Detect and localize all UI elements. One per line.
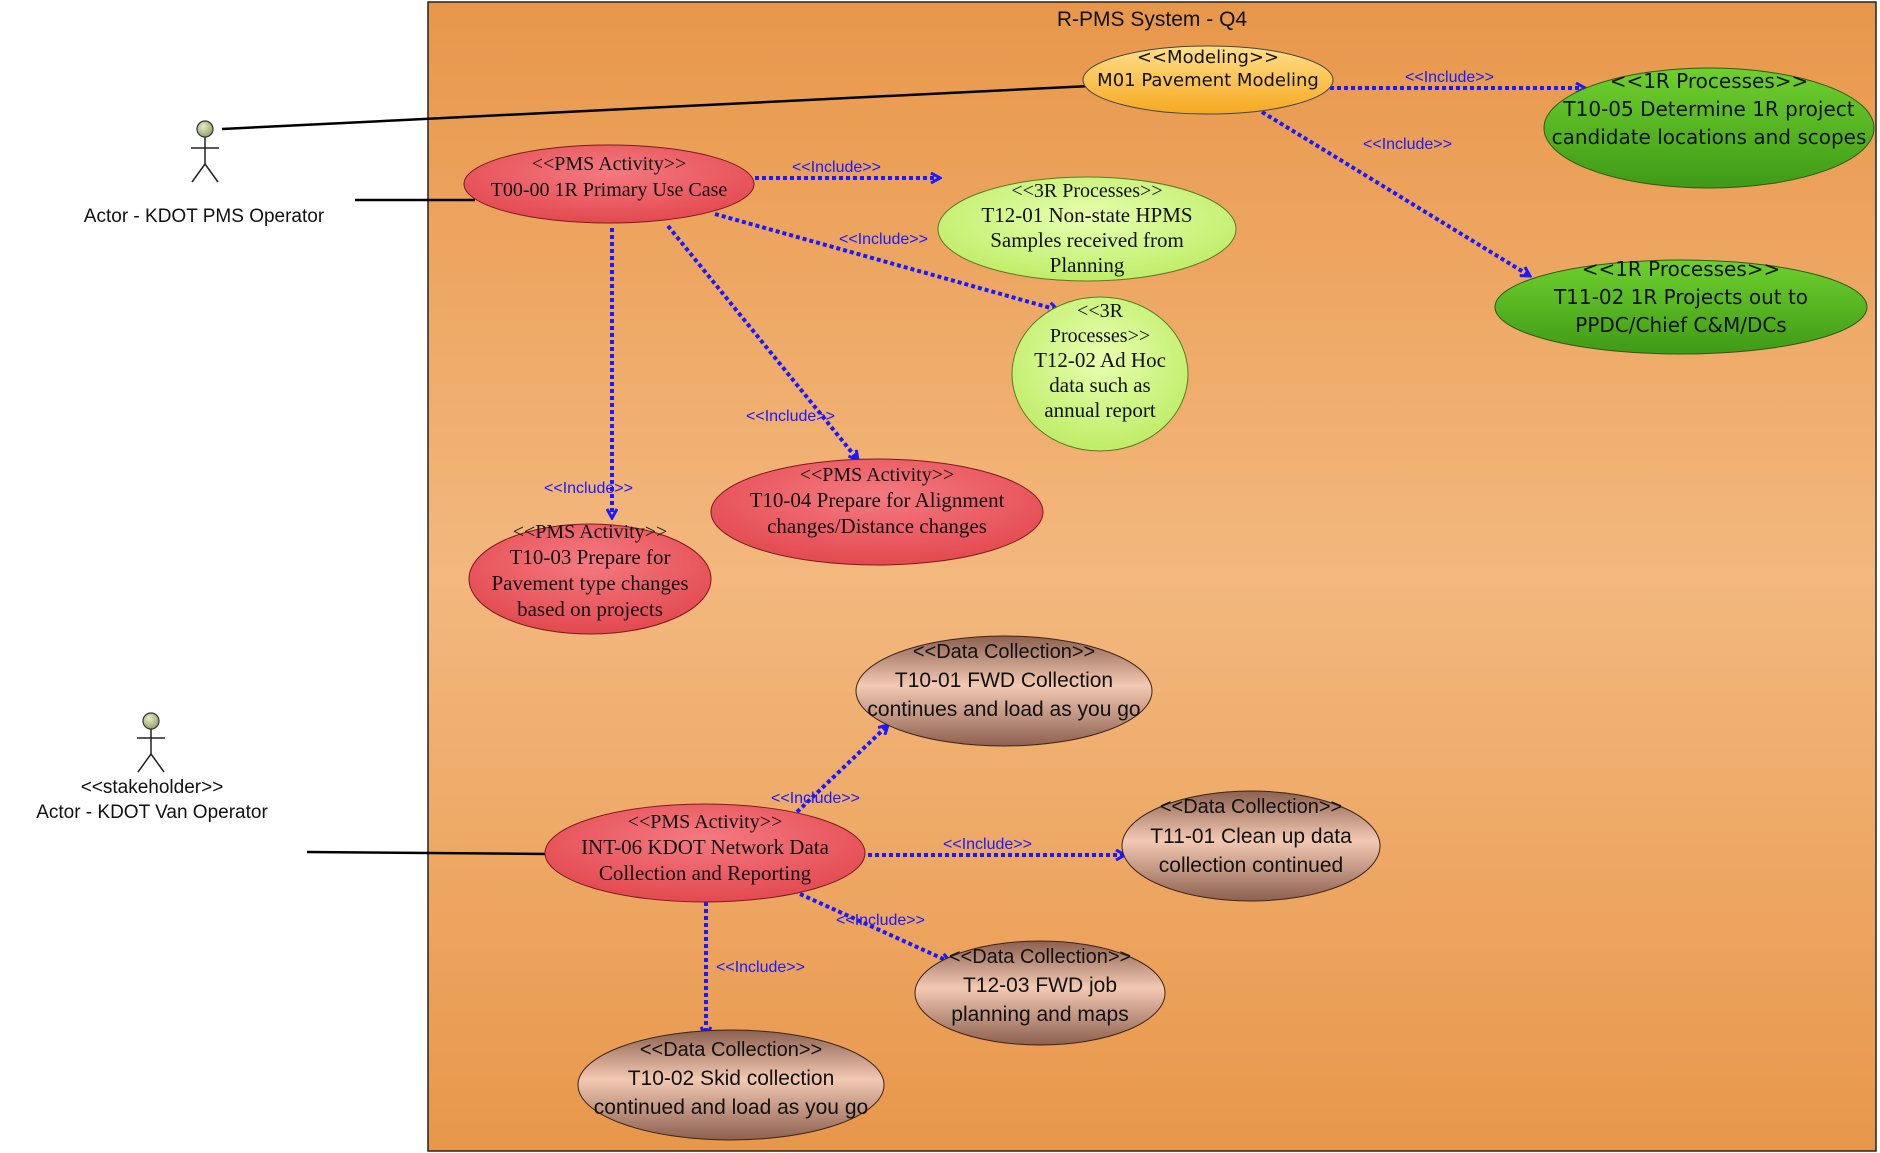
- use-case-name-line: T10-02 Skid collection: [628, 1067, 835, 1090]
- use-case-stereotype: <<PMS Activity>>: [800, 464, 955, 486]
- use-case-stereotype: <<Data Collection>>: [913, 641, 1095, 663]
- include-arrow-m01-t11-02: [1260, 110, 1530, 278]
- use-case-int-06[interactable]: <<PMS Activity>> INT-06 KDOT Network Dat…: [544, 803, 866, 903]
- use-case-name: M01 Pavement Modeling: [1097, 70, 1319, 91]
- use-case-name-line: changes/Distance changes: [767, 514, 987, 538]
- system-title: R-PMS System - Q4: [1057, 8, 1248, 31]
- use-case-name-line: planning and maps: [951, 1003, 1128, 1026]
- use-case-ellipse: [1011, 296, 1189, 452]
- actor-head-icon: [142, 712, 160, 730]
- use-case-ellipse: [468, 523, 712, 635]
- include-label: <<Include>>: [716, 959, 805, 976]
- use-case-ellipse: [577, 1029, 885, 1141]
- use-case-name-line: Pavement type changes: [491, 571, 688, 595]
- include-label: <<Include>>: [1405, 69, 1494, 86]
- use-case-stereotype: <<3R Processes>>: [1011, 180, 1162, 202]
- include-arrows: [612, 88, 1585, 1036]
- use-case-name-line: collection continued: [1159, 854, 1343, 877]
- include-arrow-t00-t10-04: [666, 224, 858, 460]
- use-case-t11-02[interactable]: <<1R Processes>> T11-02 1R Projects out …: [1494, 257, 1868, 355]
- use-case-stereotype: <<Data Collection>>: [1160, 796, 1342, 818]
- use-case-name-line: Planning: [1050, 253, 1125, 277]
- use-case-stereotype: <<Data Collection>>: [949, 946, 1131, 968]
- use-case-name-line: T12-01 Non-state HPMS: [981, 203, 1192, 227]
- use-case-name-line: annual report: [1044, 398, 1156, 422]
- use-case-name-line: data such as: [1049, 373, 1150, 397]
- use-case-name-line: continued and load as you go: [594, 1096, 868, 1119]
- use-case-name-line: INT-06 KDOT Network Data: [581, 835, 830, 859]
- use-case-t10-02[interactable]: <<Data Collection>> T10-02 Skid collecti…: [577, 1029, 885, 1141]
- use-case-t12-02[interactable]: <<3R Processes>> T12-02 Ad Hoc data such…: [1011, 296, 1189, 452]
- use-case-name-line: T10-01 FWD Collection: [895, 669, 1113, 692]
- use-case-stereotype: <<PMS Activity>>: [513, 521, 668, 543]
- actor-label: Actor - KDOT Van Operator: [36, 802, 268, 823]
- use-case-t10-05[interactable]: <<1R Processes>> T10-05 Determine 1R pro…: [1543, 67, 1875, 189]
- include-label: <<Include>>: [792, 159, 881, 176]
- use-case-t12-01[interactable]: <<3R Processes>> T12-01 Non-state HPMS S…: [937, 176, 1237, 282]
- include-label: <<Include>>: [839, 231, 928, 248]
- use-case-t10-04[interactable]: <<PMS Activity>> T10-04 Prepare for Alig…: [710, 458, 1044, 566]
- use-case-name-line: Collection and Reporting: [599, 861, 812, 885]
- use-case-ellipse: [1543, 67, 1875, 189]
- include-label: <<Include>>: [544, 480, 633, 497]
- use-case-t10-01[interactable]: <<Data Collection>> T10-01 FWD Collectio…: [855, 635, 1153, 747]
- use-case-name-line: Processes>>: [1050, 325, 1150, 347]
- use-case-name-line: T10-03 Prepare for: [510, 545, 671, 569]
- use-case-stereotype: <<1R Processes>>: [1610, 69, 1809, 93]
- use-case-name: T00-00 1R Primary Use Case: [491, 179, 728, 201]
- actor-pms-operator[interactable]: Actor - KDOT PMS Operator: [84, 120, 325, 227]
- use-case-ellipse: [710, 458, 1044, 566]
- include-label: <<Include>>: [746, 408, 835, 425]
- use-case-ellipse: [855, 635, 1153, 747]
- include-labels: <<Include>> <<Include>> <<Include>> <<In…: [544, 69, 1494, 976]
- stick-figure-icon: [137, 729, 165, 773]
- use-case-ellipse: [1121, 790, 1381, 902]
- use-case-t12-03[interactable]: <<Data Collection>> T12-03 FWD job plann…: [914, 940, 1166, 1046]
- use-case-ellipse: [914, 940, 1166, 1046]
- use-case-ellipse: [937, 176, 1237, 282]
- include-label: <<Include>>: [836, 912, 925, 929]
- use-case-m01-pavement-modeling[interactable]: <<Modeling>> M01 Pavement Modeling: [1082, 45, 1334, 115]
- include-label: <<Include>>: [943, 836, 1032, 853]
- use-case-name-line: T11-01 Clean up data: [1150, 825, 1352, 848]
- use-case-name-line: T10-04 Prepare for Alignment: [750, 488, 1005, 512]
- use-case-name-line: based on projects: [517, 597, 663, 621]
- use-case-name-line: PPDC/Chief C&M/DCs: [1575, 313, 1786, 337]
- use-case-name-line: Samples received from: [990, 228, 1184, 252]
- use-case-t11-01[interactable]: <<Data Collection>> T11-01 Clean up data…: [1121, 790, 1381, 902]
- association-van-int06: [306, 850, 549, 856]
- use-case-stereotype: <<1R Processes>>: [1582, 257, 1781, 281]
- actor-van-operator[interactable]: <<stakeholder>> Actor - KDOT Van Operato…: [36, 712, 268, 823]
- use-case-name-line: T12-02 Ad Hoc: [1034, 348, 1166, 372]
- associations: [221, 84, 1091, 856]
- actor-label: Actor - KDOT PMS Operator: [84, 206, 325, 227]
- use-case-ellipse: [463, 144, 755, 224]
- use-case-ellipse: [544, 803, 866, 903]
- include-label: <<Include>>: [771, 790, 860, 807]
- actor-head-icon: [196, 120, 214, 138]
- use-case-name-line: T10-05 Determine 1R project: [1562, 97, 1854, 121]
- include-label: <<Include>>: [1363, 136, 1452, 153]
- use-case-name-line: candidate locations and scopes: [1552, 125, 1867, 149]
- actor-stereotype: <<stakeholder>>: [81, 777, 224, 798]
- stick-figure-icon: [191, 137, 219, 183]
- use-case-t00-00[interactable]: <<PMS Activity>> T00-00 1R Primary Use C…: [463, 144, 755, 224]
- use-case-name-line: T12-03 FWD job: [963, 974, 1117, 997]
- use-case-ellipse: [1082, 45, 1334, 115]
- use-case-stereotype: <<Modeling>>: [1137, 47, 1279, 68]
- association-pms-m01: [221, 84, 1091, 131]
- use-case-name-line: T11-02 1R Projects out to: [1553, 285, 1808, 309]
- use-case-stereotype: <<Data Collection>>: [640, 1039, 822, 1061]
- use-case-stereotype: <<PMS Activity>>: [532, 153, 687, 175]
- use-case-ellipse: [1494, 259, 1868, 355]
- use-case-stereotype: <<PMS Activity>>: [628, 811, 783, 833]
- use-case-t10-03[interactable]: <<PMS Activity>> T10-03 Prepare for Pave…: [468, 521, 712, 635]
- include-arrow-t00-t12-02: [714, 212, 1058, 310]
- use-case-name-line: <<3R: [1077, 300, 1124, 322]
- use-case-name-line: continues and load as you go: [867, 698, 1140, 721]
